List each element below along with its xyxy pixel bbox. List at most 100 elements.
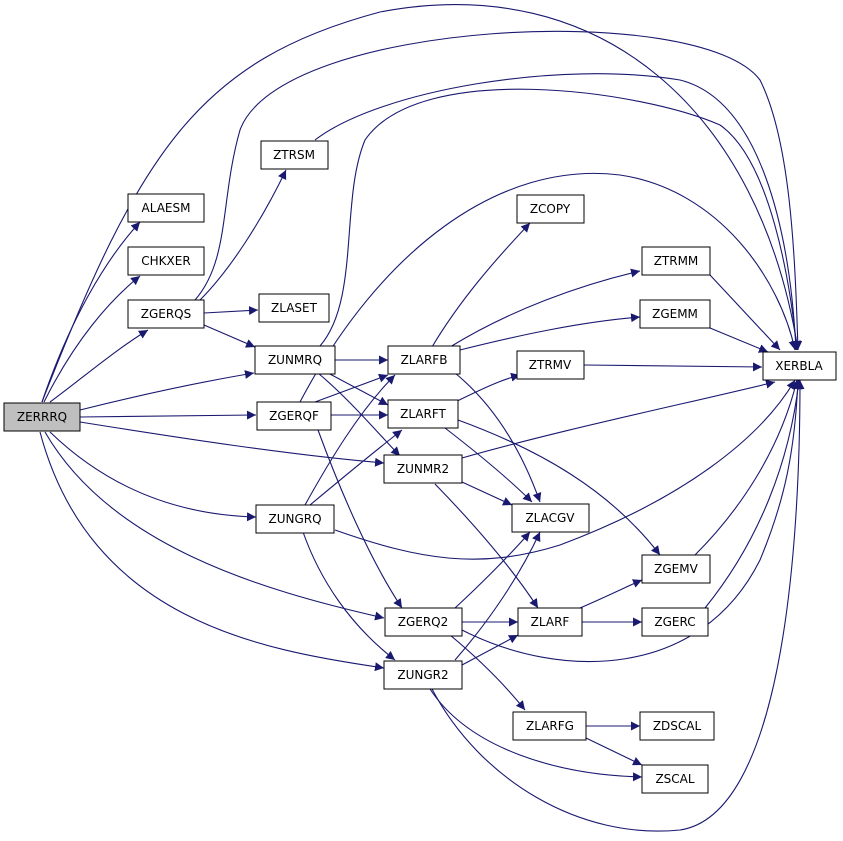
node-zlarfb[interactable]: ZLARFB	[387, 345, 461, 375]
edge-zgerqs-zunmrq	[203, 324, 256, 348]
node-zgerq2[interactable]: ZGERQ2	[384, 607, 463, 637]
edge-zlarft-zlacgv	[444, 427, 533, 503]
node-zgerqs[interactable]: ZGERQS	[127, 299, 205, 329]
node-label: ZSCAL	[655, 772, 694, 786]
node-ztrmm[interactable]: ZTRMM	[641, 246, 711, 276]
node-label: ZCOPY	[530, 202, 571, 216]
node-zlarfg[interactable]: ZLARFG	[512, 711, 587, 741]
node-label: ZTRMM	[654, 254, 699, 268]
edge-zerrrq-zungr2	[39, 431, 385, 672]
node-label: ZUNGR2	[397, 668, 448, 682]
node-label: CHKXER	[141, 254, 190, 268]
edge-zgerqf-zlarfb	[314, 373, 389, 403]
edge-zgerqs-xerbla	[194, 30, 803, 351]
node-xerbla[interactable]: XERBLA	[762, 351, 837, 381]
edge-zungr2-zlacgv	[454, 531, 541, 661]
node-label: ALAESM	[142, 201, 191, 215]
node-zscal[interactable]: ZSCAL	[641, 764, 709, 794]
edge-zlarft-zgemv	[457, 419, 661, 556]
node-label: ZGEMV	[654, 562, 698, 576]
node-label: ZGERQF	[269, 409, 319, 423]
node-label: ZTRMV	[529, 358, 572, 372]
edge-zgerqs-ztrsm	[199, 169, 287, 301]
node-label: ZGEMM	[652, 307, 698, 321]
node-chkxer[interactable]: CHKXER	[127, 246, 205, 276]
node-label: ZLARFT	[400, 407, 446, 421]
node-zungr2[interactable]: ZUNGR2	[383, 660, 463, 690]
node-label: ZERRRQ	[17, 410, 67, 424]
node-ztrmv[interactable]: ZTRMV	[516, 350, 585, 380]
edge-zlarfb-zgemm	[459, 313, 641, 351]
edge-zerrrq-zgerqf	[79, 410, 257, 420]
node-label: ZUNMRQ	[268, 353, 322, 367]
edge-zgerc-xerbla	[704, 379, 803, 609]
node-label: ZLACGV	[525, 511, 575, 525]
node-label: ZUNGRQ	[268, 512, 321, 526]
edge-zungr2-zscal	[429, 688, 643, 782]
edge-zerrrq-zgerq2	[44, 431, 385, 621]
node-alaesm[interactable]: ALAESM	[127, 193, 205, 223]
edge-zgerq2-zlarfg	[449, 634, 526, 711]
node-zlarf[interactable]: ZLARF	[517, 607, 583, 637]
edge-zlarfb-ztrmm	[449, 268, 641, 348]
node-label: ZDSCAL	[653, 719, 702, 733]
edge-zlarfg-zscal	[585, 737, 643, 766]
node-label: ZTRSM	[273, 148, 315, 162]
nodes: ZERRRQ ALAESM CHKXER ZGERQS ZTRSM ZLASET…	[3, 140, 837, 794]
node-ztrsm[interactable]: ZTRSM	[260, 140, 329, 170]
node-zlarft[interactable]: ZLARFT	[387, 399, 459, 429]
edge-zunmrq-zlarft	[327, 372, 389, 406]
edge-zunmr2-zlarf	[434, 483, 539, 609]
edge-zgerq2-xerbla	[461, 379, 803, 663]
edge-ztrmm-xerbla	[709, 274, 781, 351]
edge-zerrrq-zgerqs	[49, 329, 149, 403]
node-zlaset[interactable]: ZLASET	[258, 293, 330, 323]
edge-zgerq2-zlacgv	[454, 531, 531, 609]
node-label: ZUNMR2	[397, 462, 449, 476]
node-zgemm[interactable]: ZGEMM	[639, 299, 711, 329]
node-label: ZLASET	[271, 301, 318, 315]
edge-zerrrq-chkxer	[43, 275, 141, 403]
edge-zerrrq-alaesm	[41, 221, 141, 403]
node-label: ZLARFG	[526, 719, 574, 733]
edge-zungrq-zungr2	[302, 531, 396, 661]
node-label: ZLARF	[531, 615, 570, 629]
edge-zunmrq-xerbla	[319, 88, 801, 351]
edge-zgerqs-zlaset	[203, 306, 259, 315]
node-zgerc[interactable]: ZGERC	[641, 607, 709, 637]
node-zungrq[interactable]: ZUNGRQ	[255, 504, 335, 534]
edge-zlarfb-zlacgv	[454, 372, 542, 503]
edge-zgerqf-xerbla	[299, 172, 798, 403]
edge-zungrq-zlarfb	[304, 374, 396, 506]
node-label: ZLARFB	[401, 353, 448, 367]
node-zerrrq[interactable]: ZERRRQ	[3, 402, 81, 432]
edge-zungr2-zlarf	[461, 634, 519, 666]
edge-zungrq-xerbla	[334, 379, 796, 560]
node-zunmr2[interactable]: ZUNMR2	[383, 454, 463, 484]
edge-zgemv-xerbla	[694, 379, 800, 556]
node-zgemv[interactable]: ZGEMV	[641, 554, 711, 584]
edge-zgerqf-zgerq2	[317, 429, 403, 609]
edge-zunmr2-xerbla	[461, 379, 776, 459]
edge-zungr2-xerbla	[431, 379, 805, 832]
node-label: XERBLA	[775, 359, 823, 373]
node-zlacgv[interactable]: ZLACGV	[511, 503, 590, 533]
edge-zgemm-xerbla	[709, 327, 769, 353]
edge-zerrrq-zunmrq	[79, 370, 255, 411]
edge-zunmr2-zlacgv	[461, 481, 513, 506]
edge-zlarf-zgemv	[579, 579, 643, 609]
edge-ztrmv-xerbla	[583, 362, 763, 372]
node-zgerqf[interactable]: ZGERQF	[256, 401, 332, 431]
edge-zlarfb-zcopy	[431, 222, 531, 348]
node-zunmrq[interactable]: ZUNMRQ	[254, 345, 336, 375]
node-label: ZGERC	[654, 615, 695, 629]
node-zcopy[interactable]: ZCOPY	[516, 194, 585, 224]
node-zdscal[interactable]: ZDSCAL	[639, 711, 715, 741]
edges	[39, 4, 805, 832]
node-label: ZGERQ2	[398, 615, 449, 629]
node-label: ZGERQS	[141, 307, 192, 321]
edge-zerrrq-zunmr2	[79, 421, 385, 467]
edge-ztrsm-xerbla	[314, 73, 801, 351]
edge-zlarft-ztrmv	[454, 372, 521, 403]
